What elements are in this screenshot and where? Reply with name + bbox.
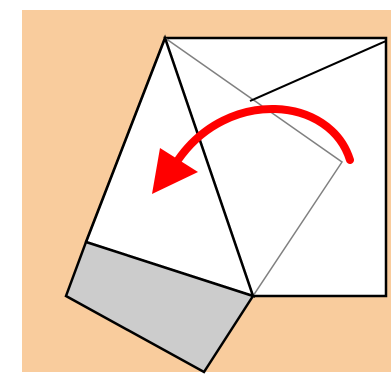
diagram-canvas bbox=[0, 0, 391, 382]
origami-fold-diagram bbox=[0, 0, 391, 382]
